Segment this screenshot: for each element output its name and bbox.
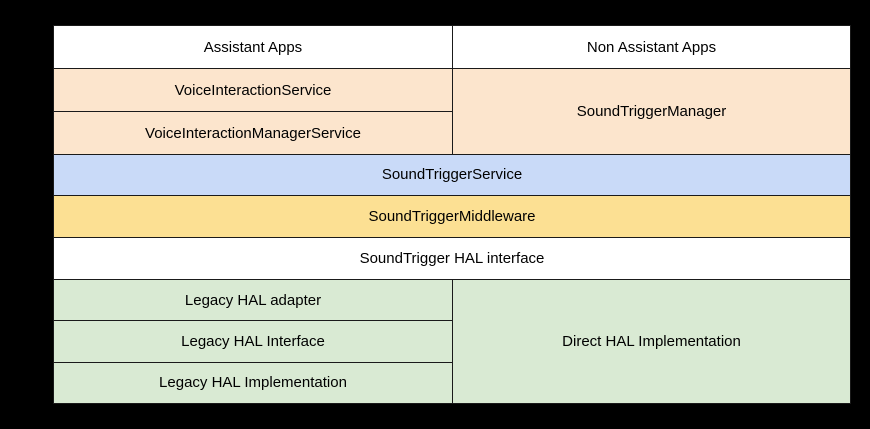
layer-sound-trigger-middleware-label: SoundTriggerMiddleware <box>368 207 536 225</box>
layer-voice-interaction-service: VoiceInteractionService <box>54 69 452 112</box>
architecture-diagram: Assistant Apps VoiceInteractionService V… <box>53 25 851 404</box>
layer-row-sound-trigger-hal-interface: SoundTrigger HAL interface <box>54 238 850 280</box>
layer-sound-trigger-manager: SoundTriggerManager <box>453 69 850 154</box>
layer-sound-trigger-service: SoundTriggerService <box>54 154 850 196</box>
layer-legacy-hal-adapter: Legacy HAL adapter <box>54 280 452 322</box>
layer-sound-trigger-hal-interface: SoundTrigger HAL interface <box>54 238 850 280</box>
layer-sound-trigger-middleware: SoundTriggerMiddleware <box>54 196 850 238</box>
legacy-hal-column: Legacy HAL adapter Legacy HAL Interface … <box>54 280 453 403</box>
layer-legacy-hal-implementation-label: Legacy HAL Implementation <box>159 374 347 392</box>
layer-voice-interaction-service-label: VoiceInteractionService <box>174 81 332 99</box>
column-header-assistant-apps: Assistant Apps <box>54 26 452 69</box>
layer-sound-trigger-hal-interface-label: SoundTrigger HAL interface <box>359 249 545 267</box>
column-header-non-assistant-apps-label: Non Assistant Apps <box>586 38 717 56</box>
column-header-assistant-apps-label: Assistant Apps <box>203 38 303 56</box>
layer-legacy-hal-adapter-label: Legacy HAL adapter <box>184 291 322 309</box>
non-assistant-apps-column: Non Assistant Apps SoundTriggerManager <box>453 26 850 154</box>
column-header-non-assistant-apps: Non Assistant Apps <box>453 26 850 69</box>
layer-legacy-hal-implementation: Legacy HAL Implementation <box>54 362 452 403</box>
layer-row-sound-trigger-service: SoundTriggerService <box>54 154 850 196</box>
layer-legacy-hal-interface-label: Legacy HAL Interface <box>181 332 325 350</box>
layer-legacy-hal-interface: Legacy HAL Interface <box>54 321 452 363</box>
layer-voice-interaction-manager-service-label: VoiceInteractionManagerService <box>145 124 361 142</box>
layer-row-sound-trigger-middleware: SoundTriggerMiddleware <box>54 196 850 238</box>
diagram-top-section: Assistant Apps VoiceInteractionService V… <box>54 26 850 154</box>
direct-hal-column: Direct HAL Implementation <box>453 280 850 403</box>
diagram-bottom-section: Legacy HAL adapter Legacy HAL Interface … <box>54 280 850 403</box>
layer-voice-interaction-manager-service: VoiceInteractionManagerService <box>54 112 452 154</box>
assistant-apps-column: Assistant Apps VoiceInteractionService V… <box>54 26 453 154</box>
layer-sound-trigger-manager-label: SoundTriggerManager <box>576 103 727 120</box>
layer-direct-hal-implementation-label: Direct HAL Implementation <box>562 333 741 350</box>
layer-direct-hal-implementation: Direct HAL Implementation <box>453 280 850 403</box>
layer-sound-trigger-service-label: SoundTriggerService <box>381 166 523 184</box>
